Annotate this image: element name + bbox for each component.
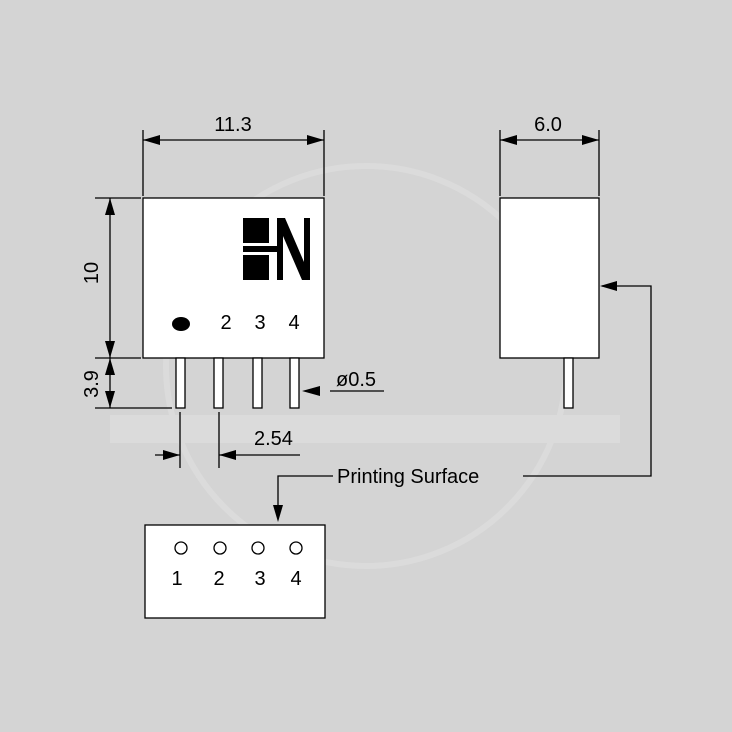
pin1-marker-dot <box>172 317 190 331</box>
label-pin-pitch: 2.54 <box>254 428 293 450</box>
front-pin-1 <box>175 357 186 409</box>
bottom-pin-label-1: 1 <box>171 568 182 590</box>
bottom-pin-hole-2 <box>213 541 227 555</box>
label-width-front: 11.3 <box>214 114 251 136</box>
bottom-pin-hole-1 <box>174 541 188 555</box>
front-pin-3 <box>252 357 263 409</box>
front-pin-4 <box>289 357 300 409</box>
front-view-body <box>142 197 325 359</box>
dim-pin-length <box>95 358 172 409</box>
printing-surface-label: Printing Surface <box>337 466 479 488</box>
bottom-pin-hole-4 <box>289 541 303 555</box>
front-pin-2 <box>213 357 224 409</box>
bottom-pin-hole-3 <box>251 541 265 555</box>
bottom-view-body <box>144 524 326 619</box>
front-pin-label-2: 2 <box>220 312 231 334</box>
label-height-body: 10 <box>81 262 103 284</box>
printing-surface-leader <box>277 285 652 518</box>
side-view-body <box>499 197 600 359</box>
label-width-side: 6.0 <box>534 114 562 136</box>
front-pin-label-4: 4 <box>288 312 299 334</box>
bottom-pin-label-3: 3 <box>254 568 265 590</box>
front-pin-label-3: 3 <box>254 312 265 334</box>
bottom-pin-label-4: 4 <box>290 568 301 590</box>
dim-height-body <box>95 197 141 359</box>
bottom-pin-label-2: 2 <box>213 568 224 590</box>
dim-width-front <box>142 130 325 196</box>
side-pin <box>563 357 574 409</box>
label-pin-length: 3.9 <box>81 370 103 398</box>
logo-hn <box>243 218 310 280</box>
label-pin-diameter: ø0.5 <box>336 369 376 391</box>
dimension-arrows <box>105 135 617 522</box>
